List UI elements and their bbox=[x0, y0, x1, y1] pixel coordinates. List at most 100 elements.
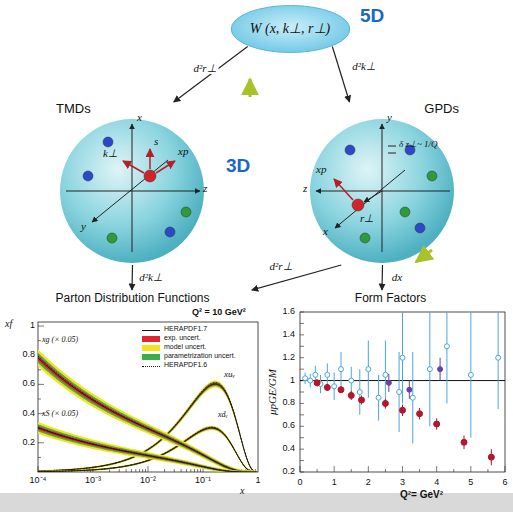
tick-label: 1.2 bbox=[282, 353, 295, 363]
pdf-chart bbox=[38, 399, 41, 400]
legend-text: exp. uncert. bbox=[163, 334, 202, 342]
pdf-chart bbox=[38, 428, 257, 472]
tick-label: 0.6 bbox=[282, 421, 295, 431]
ff-chart bbox=[300, 392, 304, 393]
tick-label: 10⁻¹ bbox=[195, 476, 211, 486]
ff-chart bbox=[382, 400, 388, 406]
axis-title: μpGE/GM bbox=[266, 369, 278, 415]
ff-chart bbox=[434, 421, 440, 427]
tmd-sphere-art bbox=[92, 160, 168, 222]
node-label: TMDs bbox=[56, 102, 215, 117]
pdf-chart bbox=[38, 356, 257, 472]
ff-chart bbox=[300, 346, 304, 347]
gpd-sphere-art bbox=[415, 223, 425, 233]
node-label: W (x, k⊥, r⊥) bbox=[250, 21, 330, 37]
legend-text: HERAPDF1.7 bbox=[163, 325, 208, 333]
ff-chart bbox=[325, 372, 330, 377]
pdf-chart bbox=[38, 355, 257, 472]
ff-chart bbox=[300, 357, 304, 358]
curve-name: xdᵥ bbox=[218, 411, 228, 420]
gpd-sphere-art bbox=[310, 119, 454, 263]
ff-chart bbox=[468, 372, 473, 377]
legend-swatch bbox=[142, 336, 160, 342]
ff-chart bbox=[334, 466, 335, 472]
legend-text: parametrization uncert. bbox=[163, 352, 237, 360]
ff-chart bbox=[400, 355, 405, 360]
gpd-sphere-art bbox=[316, 191, 450, 192]
tick-label: 10⁻² bbox=[140, 476, 156, 486]
ff-chart bbox=[419, 469, 420, 472]
ff-chart bbox=[366, 367, 371, 372]
dimension-tag: 3D bbox=[226, 156, 250, 177]
state-ellipse: W (x, k⊥, r⊥) bbox=[230, 4, 351, 54]
pdf-chart bbox=[148, 466, 149, 472]
ff-chart bbox=[444, 344, 449, 349]
flow-arrow bbox=[381, 265, 383, 290]
ff-chart bbox=[461, 439, 467, 445]
tmd-sphere-art bbox=[60, 119, 204, 263]
edge-label: d²r⊥ bbox=[191, 62, 218, 74]
gpd-sphere-art bbox=[382, 124, 383, 252]
ff-chart bbox=[300, 312, 505, 465]
pdf-chart bbox=[190, 469, 191, 472]
tick-label: 1 bbox=[30, 321, 35, 331]
pdf-chart bbox=[38, 424, 257, 472]
legend-swatch bbox=[142, 354, 160, 360]
axis-title: Q²= GeV² bbox=[400, 489, 443, 500]
vector-name: s bbox=[154, 135, 158, 147]
legend-row: HERAPDF1.7 bbox=[142, 326, 252, 334]
curve-name: xg (× 0.05) bbox=[42, 336, 78, 345]
ff-chart bbox=[300, 334, 304, 335]
tmd-sphere-art bbox=[132, 124, 133, 252]
ff-chart bbox=[357, 390, 362, 395]
tmd-sphere-art bbox=[107, 233, 117, 243]
tmd-sphere-art bbox=[66, 191, 200, 192]
ff-chart bbox=[313, 372, 318, 377]
tick-label: 0.4 bbox=[22, 409, 35, 419]
pdf-chart bbox=[38, 422, 257, 472]
ff-chart bbox=[300, 449, 304, 450]
tmd-sphere-art bbox=[83, 171, 93, 181]
vector-name: xp bbox=[178, 145, 188, 157]
tick-label: 0 bbox=[297, 478, 302, 488]
sphere-region: GPDs bbox=[300, 102, 465, 265]
flow-arrow bbox=[332, 47, 349, 103]
pdf-chart bbox=[142, 469, 143, 472]
ff-chart bbox=[470, 466, 471, 472]
motion-arrow bbox=[250, 79, 432, 262]
tick-label: 5 bbox=[468, 478, 473, 488]
pdf-chart bbox=[38, 322, 258, 472]
flow-arrow bbox=[174, 47, 248, 103]
ff-chart bbox=[359, 397, 365, 403]
pdf-chart bbox=[131, 469, 132, 472]
ff-chart bbox=[505, 466, 506, 472]
curve-name: xS (× 0.05) bbox=[42, 410, 78, 419]
gpd-sphere-art bbox=[335, 170, 405, 228]
pdf-chart bbox=[135, 469, 136, 472]
edge-label: d²r⊥ bbox=[267, 260, 294, 272]
axis-name: y bbox=[387, 111, 392, 123]
ff-chart bbox=[397, 390, 402, 395]
pdf-chart bbox=[126, 469, 127, 472]
ff-chart bbox=[300, 323, 304, 324]
sphere-region: TMDs bbox=[50, 102, 215, 265]
ff-chart bbox=[376, 395, 381, 400]
motion-arrow bbox=[416, 250, 432, 262]
tick-label: 0.8 bbox=[22, 350, 35, 360]
pdf-chart bbox=[186, 469, 187, 472]
ff-chart bbox=[300, 369, 304, 370]
tick-label: 1 bbox=[332, 478, 337, 488]
ff-chart bbox=[300, 312, 304, 313]
axis-name: z bbox=[303, 182, 307, 194]
pdf-chart bbox=[38, 426, 257, 472]
ff-chart bbox=[383, 372, 388, 377]
pdf-chart bbox=[119, 469, 120, 472]
ff-chart bbox=[446, 312, 447, 403]
ff-chart bbox=[300, 472, 304, 473]
motion-arrow bbox=[249, 79, 252, 97]
ff-chart bbox=[338, 387, 344, 393]
tick-label: 4 bbox=[434, 478, 439, 488]
tick-label: 1 bbox=[255, 476, 260, 486]
